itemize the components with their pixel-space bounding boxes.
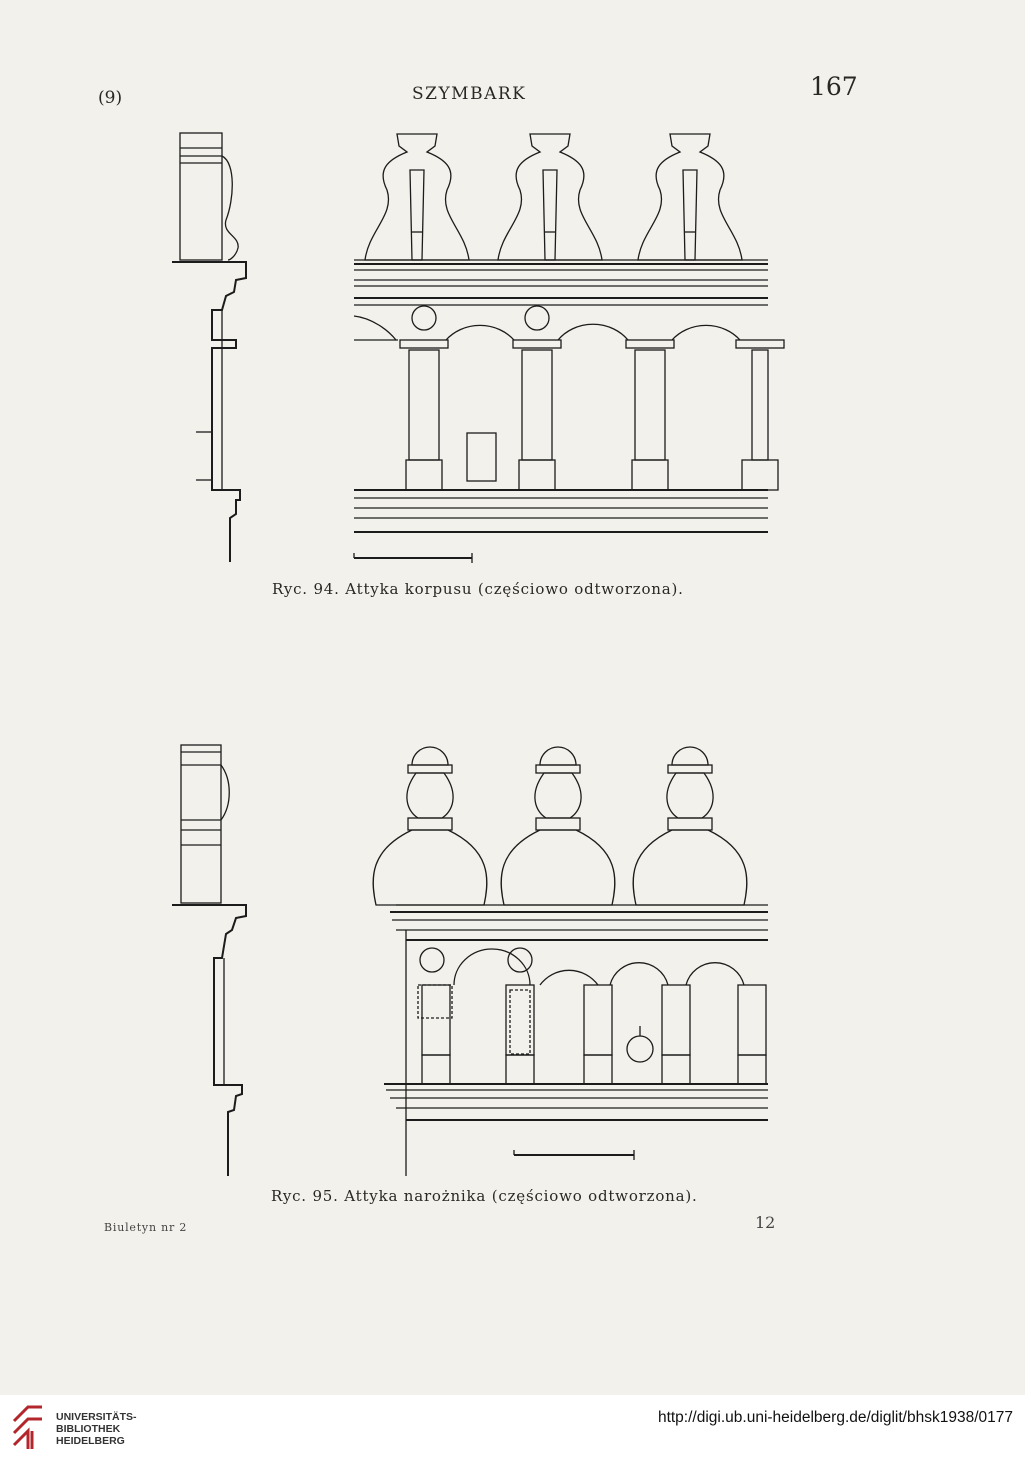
logo-line-1: UNIVERSITÄTS- — [56, 1411, 137, 1423]
figure-95-caption: Ryc. 95. Attyka narożnika (częściowo odt… — [271, 1187, 698, 1205]
page-number: 167 — [810, 72, 858, 101]
permalink-url[interactable]: http://digi.ub.uni-heidelberg.de/diglit/… — [657, 1409, 1013, 1426]
fig95-column — [505, 984, 535, 1085]
fig95-column — [737, 984, 767, 1085]
figure-94-caption: Ryc. 94. Attyka korpusu (częściowo odtwo… — [272, 580, 684, 598]
fig95-column — [583, 984, 613, 1085]
logo-line-2: BIBLIOTHEK — [56, 1423, 121, 1435]
figure-94-drawing — [172, 132, 785, 563]
fig94-elevation — [353, 259, 785, 563]
fig94-finial — [637, 133, 743, 261]
fig95-section-profile — [172, 744, 247, 1176]
scanned-page — [0, 0, 1025, 1395]
logo-line-3: HEIDELBERG — [56, 1435, 125, 1447]
library-logo-text: UNIVERSITÄTS- BIBLIOTHEK HEIDELBERG — [56, 1411, 137, 1447]
fig95-finial — [632, 746, 748, 906]
journal-footer: Biuletyn nr 2 — [104, 1221, 188, 1234]
section-number: (9) — [98, 88, 123, 108]
fig94-section-profile — [172, 132, 247, 562]
fig95-finial — [372, 746, 488, 906]
figure-95-drawing — [172, 744, 768, 1176]
fig94-finial — [497, 133, 603, 261]
fig95-column — [421, 984, 451, 1085]
fig95-elevation — [384, 904, 768, 1176]
fig94-column — [625, 339, 675, 491]
signature-number: 12 — [755, 1213, 776, 1232]
fig95-column — [661, 984, 691, 1085]
library-logo-icon — [12, 1405, 42, 1449]
running-title: SZYMBARK — [412, 84, 527, 104]
fig95-finial — [500, 746, 616, 906]
viewer-footer-bar — [0, 1395, 1025, 1468]
fig94-finial — [364, 133, 470, 261]
